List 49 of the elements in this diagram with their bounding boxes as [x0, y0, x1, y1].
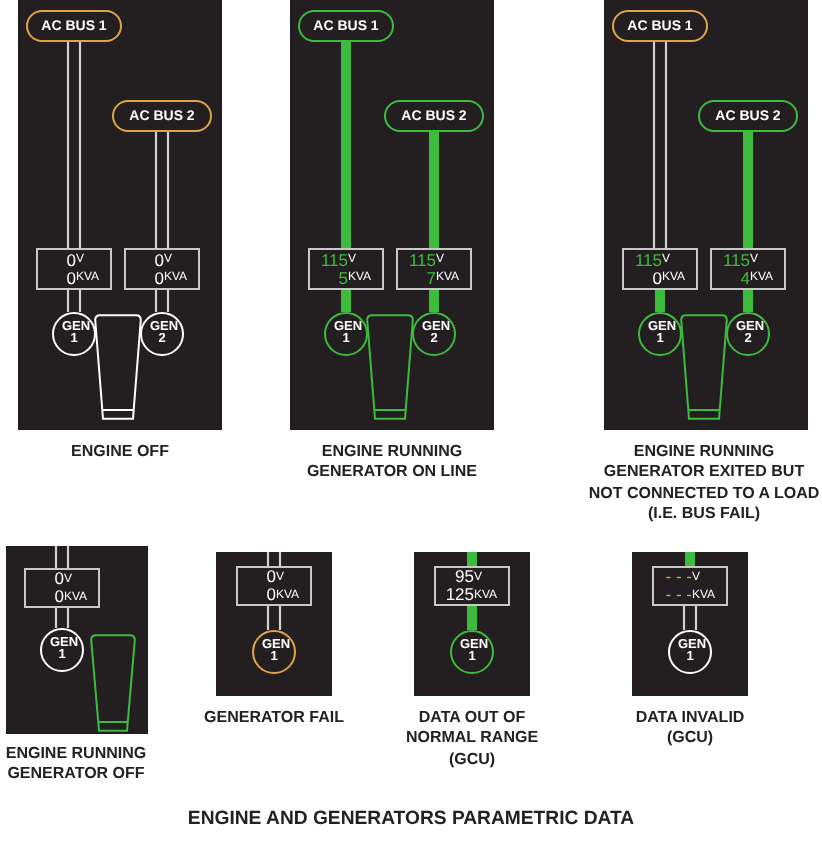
data-box [308, 248, 384, 290]
bus-line [743, 290, 753, 312]
bus-line [652, 40, 668, 250]
display-panel [18, 0, 222, 430]
node-label: ENGINE RUNNING GENERATOR ON LINE [304, 442, 480, 484]
data-box [652, 566, 728, 606]
data-box [24, 568, 100, 608]
bus-line [66, 40, 82, 250]
data-box [124, 248, 200, 290]
display-panel [216, 552, 332, 696]
bus-line [54, 544, 70, 570]
bus-line [685, 552, 695, 566]
bus-line [66, 288, 82, 314]
node-label: ENGINE OFF [69, 442, 171, 463]
data-box [710, 248, 786, 290]
bus-line [655, 290, 665, 312]
bus-line [154, 130, 170, 250]
title: ENGINE AND GENERATORS PARAMETRIC DATA [185, 808, 637, 831]
bus-line [467, 552, 477, 566]
bus-line [54, 606, 70, 630]
data-box [622, 248, 698, 290]
display-panel [6, 546, 148, 734]
display-panel [604, 0, 808, 430]
bus-line [154, 288, 170, 314]
bus-line [266, 550, 282, 568]
display-panel [414, 552, 530, 696]
data-box [396, 248, 472, 290]
data-box [434, 566, 510, 606]
bus-line [682, 604, 698, 632]
bus-line [266, 604, 282, 632]
engine-outline [90, 634, 136, 732]
node-label: DATA OUT OF NORMAL RANGE (GCU) [403, 708, 541, 771]
node-label: ENGINE RUNNING GENERATOR EXITED BUT NOT CONNECTED TO A LOAD (I.E. BUS FAIL) [588, 442, 820, 526]
bus-line [341, 290, 351, 312]
bus-line [429, 132, 439, 248]
bus-line [467, 606, 477, 630]
node-label: DATA INVALID (GCU) [633, 708, 747, 750]
display-panel [632, 552, 748, 696]
node-label: ENGINE RUNNING GENERATOR OFF [3, 744, 149, 786]
bus-line [743, 132, 753, 248]
engine-outline [680, 314, 728, 420]
bus-line [341, 42, 351, 248]
node-label: GENERATOR FAIL [202, 708, 346, 729]
engine-outline [366, 314, 414, 420]
data-box [36, 248, 112, 290]
bus-line [429, 290, 439, 312]
engine-outline [94, 314, 142, 420]
data-box [236, 566, 312, 606]
display-panel [290, 0, 494, 430]
